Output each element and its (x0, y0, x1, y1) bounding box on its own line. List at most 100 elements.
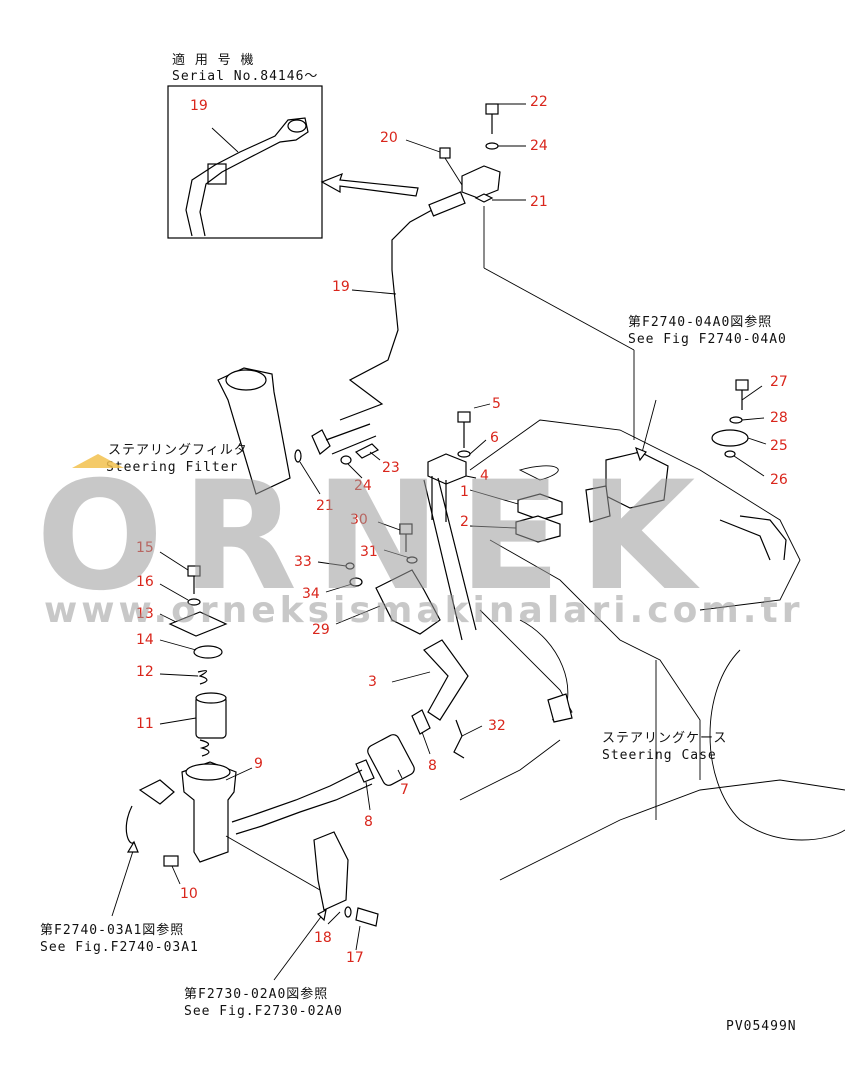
leader-19 (351, 289, 397, 295)
leader-20 (405, 139, 441, 153)
hose-7 (367, 734, 415, 786)
bolt-20 (439, 147, 451, 159)
leader-8-lower (365, 781, 371, 811)
callout-30: 30 (350, 512, 368, 528)
note-ref-02a0-en: See Fig.F2730-02A0 (184, 1004, 343, 1019)
callout-20: 20 (380, 130, 398, 146)
return-pipe (231, 769, 373, 835)
note-ref-04a0-en: See Fig F2740-04A0 (628, 332, 787, 347)
leader-27 (741, 385, 763, 401)
flange-2 (515, 515, 561, 543)
plug-10 (163, 855, 179, 867)
callout-24-mid: 24 (354, 478, 372, 494)
note-ref-03a1-en: See Fig.F2740-03A1 (40, 940, 199, 955)
leader-1 (469, 489, 519, 505)
callout-25: 25 (770, 438, 788, 454)
element-11-top (195, 692, 227, 704)
washer-17a (344, 906, 352, 918)
case-bottom (499, 779, 845, 881)
upper-tube (325, 423, 377, 455)
callout-23: 23 (382, 460, 400, 476)
callout-11: 11 (136, 716, 154, 732)
ref-02a0-leader (273, 909, 327, 981)
leader-2 (469, 525, 517, 529)
note-steering-filter-en: Steering Filter (106, 460, 238, 475)
bolt-22-head (485, 103, 499, 115)
pipe-19 (339, 209, 433, 421)
gasket-1 (517, 493, 563, 521)
case-outline-mid (489, 539, 701, 780)
callout-32: 32 (488, 718, 506, 734)
leader-16 (159, 583, 189, 601)
callout-leaders (159, 103, 767, 951)
washer-24-mid (340, 455, 352, 465)
note-steering-filter-jp: ステアリングフィルタ (108, 443, 248, 458)
callout-26: 26 (770, 472, 788, 488)
clamp-8-lower (355, 759, 375, 783)
callout-16: 16 (136, 574, 154, 590)
bolt-5-head (457, 411, 471, 423)
callout-33: 33 (294, 554, 312, 570)
cover-25 (711, 429, 749, 447)
ref-04a0-leader (639, 399, 657, 461)
leader-11 (159, 717, 197, 725)
callout-17: 17 (346, 950, 364, 966)
callout-8-lower: 8 (364, 814, 373, 830)
center-valve-parts (423, 411, 573, 723)
callout-19: 19 (332, 279, 350, 295)
leader-8-upper (421, 731, 431, 755)
lower-hoses (231, 639, 469, 835)
inset-title-en: Serial No.84146～ (172, 69, 318, 84)
reference-notes: ステアリングフィルタ Steering Filter ステアリングケース Ste… (40, 314, 796, 1034)
leader-24-mid (347, 463, 363, 479)
washer-21-top (474, 193, 494, 203)
leader-3 (391, 671, 431, 683)
callout-21-top: 21 (530, 194, 548, 210)
callout-3: 3 (368, 674, 377, 690)
leader-4 (465, 475, 477, 479)
bolt-27-head (735, 379, 749, 391)
bolt-23 (354, 443, 380, 459)
washer-31 (406, 556, 418, 564)
case-round (709, 649, 845, 841)
note-ref-04a0-jp: 第F2740-04A0図参照 (628, 314, 772, 330)
ref-04a0-arrowhead (635, 446, 647, 462)
filter-head-top (225, 369, 267, 391)
callout-28: 28 (770, 410, 788, 426)
washer-34 (349, 577, 363, 587)
callout-34: 34 (302, 586, 320, 602)
leader-34 (325, 583, 353, 593)
tube-3-upper (423, 477, 477, 641)
leader-7 (397, 769, 403, 779)
case-blob (518, 465, 559, 481)
leader-25 (747, 437, 767, 445)
pipe-19-assembly (339, 103, 635, 440)
washer-16 (187, 598, 201, 606)
callout-2: 2 (460, 514, 469, 530)
callout-27: 27 (770, 374, 788, 390)
leader-28 (741, 417, 765, 421)
flange-ring-upper (311, 429, 331, 455)
filter-case-9-top (185, 763, 231, 781)
callout-numbers: 19 20 21 22 24 21 24 23 5 6 4 1 2 27 28 … (136, 94, 788, 966)
washer-24-top (485, 142, 499, 150)
callout-4: 4 (480, 468, 489, 484)
tube-3 (423, 639, 469, 721)
callout-1: 1 (460, 484, 469, 500)
spring-lower (199, 739, 210, 757)
washer-28 (729, 416, 743, 424)
note-steering-case-jp: ステアリングケース (602, 731, 727, 746)
note-steering-case-en: Steering Case (602, 748, 717, 763)
callout-6: 6 (490, 430, 499, 446)
clamp-8-upper (411, 709, 431, 735)
bracket-block (547, 693, 573, 723)
callout-18: 18 (314, 930, 332, 946)
callout-19-inset: 19 (190, 98, 208, 114)
inset-flange (287, 119, 307, 133)
leader-12 (159, 673, 199, 677)
steering-case-region (459, 379, 845, 881)
leader-18 (327, 911, 341, 925)
watermark-brand: ORNEK (36, 450, 713, 624)
watermark-url: www.orneksismakinalari.com.tr (44, 590, 803, 631)
